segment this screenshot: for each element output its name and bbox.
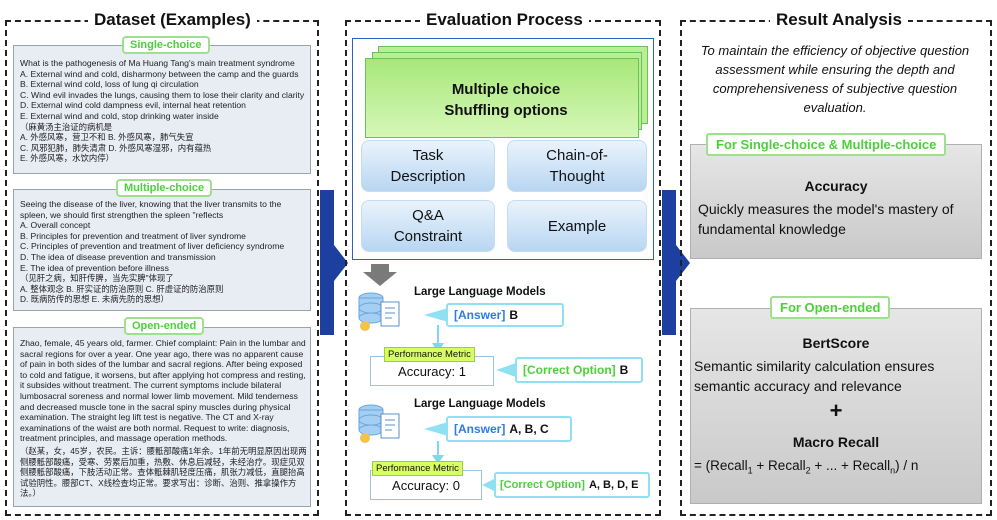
multiple-line: A. 整体观念 B. 肝实证的防治原则 C. 肝虚证的防治原则: [20, 283, 224, 294]
llm-label-1: Large Language Models: [414, 286, 546, 298]
llm-icon: [358, 292, 400, 331]
open-ended-tag: Open-ended: [124, 317, 205, 335]
multiple-line: spleen, we should first strengthen the s…: [20, 209, 224, 220]
prompt-frame: [352, 38, 654, 260]
single-choice-tag: Single-choice: [122, 36, 210, 54]
multiple-line: D. 既病防传的思想 E. 未病先防的思想）: [20, 294, 169, 305]
down-arrow-icon: [363, 264, 397, 286]
correct-value-1: B: [619, 363, 629, 377]
flow-arrow-1: [320, 190, 334, 335]
correct-value-2: A, B, D, E: [588, 479, 639, 491]
accuracy-description: Quickly measures the model's mastery of …: [698, 201, 954, 237]
answer-pointer-2: [424, 422, 448, 436]
flow-arrow-1-tip: [334, 245, 348, 281]
result-panel-title: Result Analysis: [770, 10, 908, 30]
open-ended-text: Zhao, female, 45 years old, farmer. Chie…: [20, 338, 308, 499]
example-box: Example: [507, 200, 647, 252]
flow-arrow-2-tip: [676, 245, 690, 281]
multiple-line: A. Overall concept: [20, 220, 91, 231]
bertscore-title: BertScore: [802, 335, 870, 351]
multiple-line: D. The idea of disease prevention and tr…: [20, 251, 216, 262]
shuffle-line-2: Shuffling options: [444, 102, 568, 119]
answer-pointer-1: [424, 308, 448, 322]
correct-tag-1: [Correct Option]: [523, 363, 616, 377]
single-line: （麻黄汤主治证的病机是: [20, 121, 113, 132]
correct-callout-1: [Correct Option] B: [515, 357, 643, 383]
correct-callout-2: [Correct Option] A, B, D, E: [494, 472, 650, 498]
macro-recall-title: Macro Recall: [792, 434, 880, 450]
single-line: E. External wind and cold, stop drinking…: [20, 110, 219, 121]
open-ended-english: Zhao, female, 45 years old, farmer. Chie…: [20, 338, 306, 444]
open-ended-example: [13, 327, 311, 507]
answer-value-2: A, B, C: [509, 422, 549, 436]
multiple-line: Seeing the disease of the liver, knowing…: [20, 199, 282, 209]
bertscore-description: Semantic similarity calculation ensures …: [694, 358, 935, 394]
performance-metric-label-1: Performance Metric: [384, 347, 475, 362]
qa-constraint-box: Q&A Constraint: [361, 200, 495, 252]
single-line: D. External wind cold dampness evil, int…: [20, 100, 246, 111]
chain-of-thought-box: Chain-of-Thought: [507, 140, 647, 192]
connector-2: [432, 441, 444, 464]
multiple-choice-text: Seeing the disease of the liver, knowing…: [20, 199, 310, 305]
answer-callout-2: [Answer] A, B, C: [446, 416, 572, 442]
single-line: C. 风邪犯肺，肺失清肃 D. 外感风寒湿邪，内有蕴热: [20, 142, 212, 153]
dataset-panel-title: Dataset (Examples): [88, 10, 257, 30]
answer-callout-1: [Answer] B: [446, 303, 564, 327]
multiple-line: E. The idea of prevention before illness: [20, 262, 169, 273]
multiple-choice-tag: Multiple-choice: [116, 179, 213, 197]
single-line: A. 外感风寒，营卫不和 B. 外感风寒，肺气失宣: [20, 132, 194, 143]
shuffle-line-1: Multiple choice: [451, 81, 561, 98]
correct-pointer-2: [482, 478, 496, 492]
single-line: B. External wind cold, loss of lung qi c…: [20, 79, 199, 90]
answer-value-1: B: [509, 308, 519, 322]
open-ended-metric-tag: For Open-ended: [770, 296, 891, 319]
evaluation-panel-title: Evaluation Process: [420, 10, 589, 30]
multiple-line: C. Principles of prevention and treatmen…: [20, 241, 285, 252]
shuffle-sheet-front: Multiple choice Shuffling options: [365, 58, 639, 138]
single-line: What is the pathogenesis of Ma Huang Tan…: [20, 58, 295, 68]
answer-tag-1: [Answer]: [454, 308, 506, 322]
multiple-choice-example: [13, 189, 311, 311]
result-intro: To maintain the efficiency of objective …: [700, 43, 970, 115]
single-multiple-tag: For Single-choice & Multiple-choice: [706, 133, 947, 156]
task-description-box: Task Description: [361, 140, 495, 192]
correct-pointer-1: [496, 363, 516, 377]
accuracy-title: Accuracy: [804, 178, 868, 194]
answer-tag-2: [Answer]: [454, 422, 506, 436]
open-ended-chinese: （赵某，女，45岁，农民。主诉：腰骶部酸痛1年余。1年前无明显原因出现两侧腰骶部…: [20, 445, 307, 499]
single-line: E. 外感风寒，水饮内停）: [20, 153, 114, 164]
correct-tag-2: [Correct Option]: [500, 479, 585, 491]
llm-icon: [358, 404, 400, 443]
single-line: C. Wind evil invades the lungs, causing …: [20, 89, 305, 100]
plus-sign: +: [829, 398, 843, 423]
macro-recall-formula: = (Recall1 + Recall2 + ... + Recalln) / …: [694, 458, 919, 476]
flow-arrow-2: [662, 190, 676, 335]
single-choice-text: What is the pathogenesis of Ma Huang Tan…: [20, 58, 310, 164]
single-line: A. External wind and cold, disharmony be…: [20, 68, 299, 79]
performance-metric-label-2: Performance Metric: [372, 461, 463, 476]
shuffle-title: Multiple choice Shuffling options: [406, 79, 606, 121]
multiple-line: B. Principles for prevention and treatme…: [20, 230, 246, 241]
multiple-line: （见肝之病，知肝传脾，当先实脾"体现了: [20, 273, 174, 284]
llm-label-2: Large Language Models: [414, 398, 546, 410]
